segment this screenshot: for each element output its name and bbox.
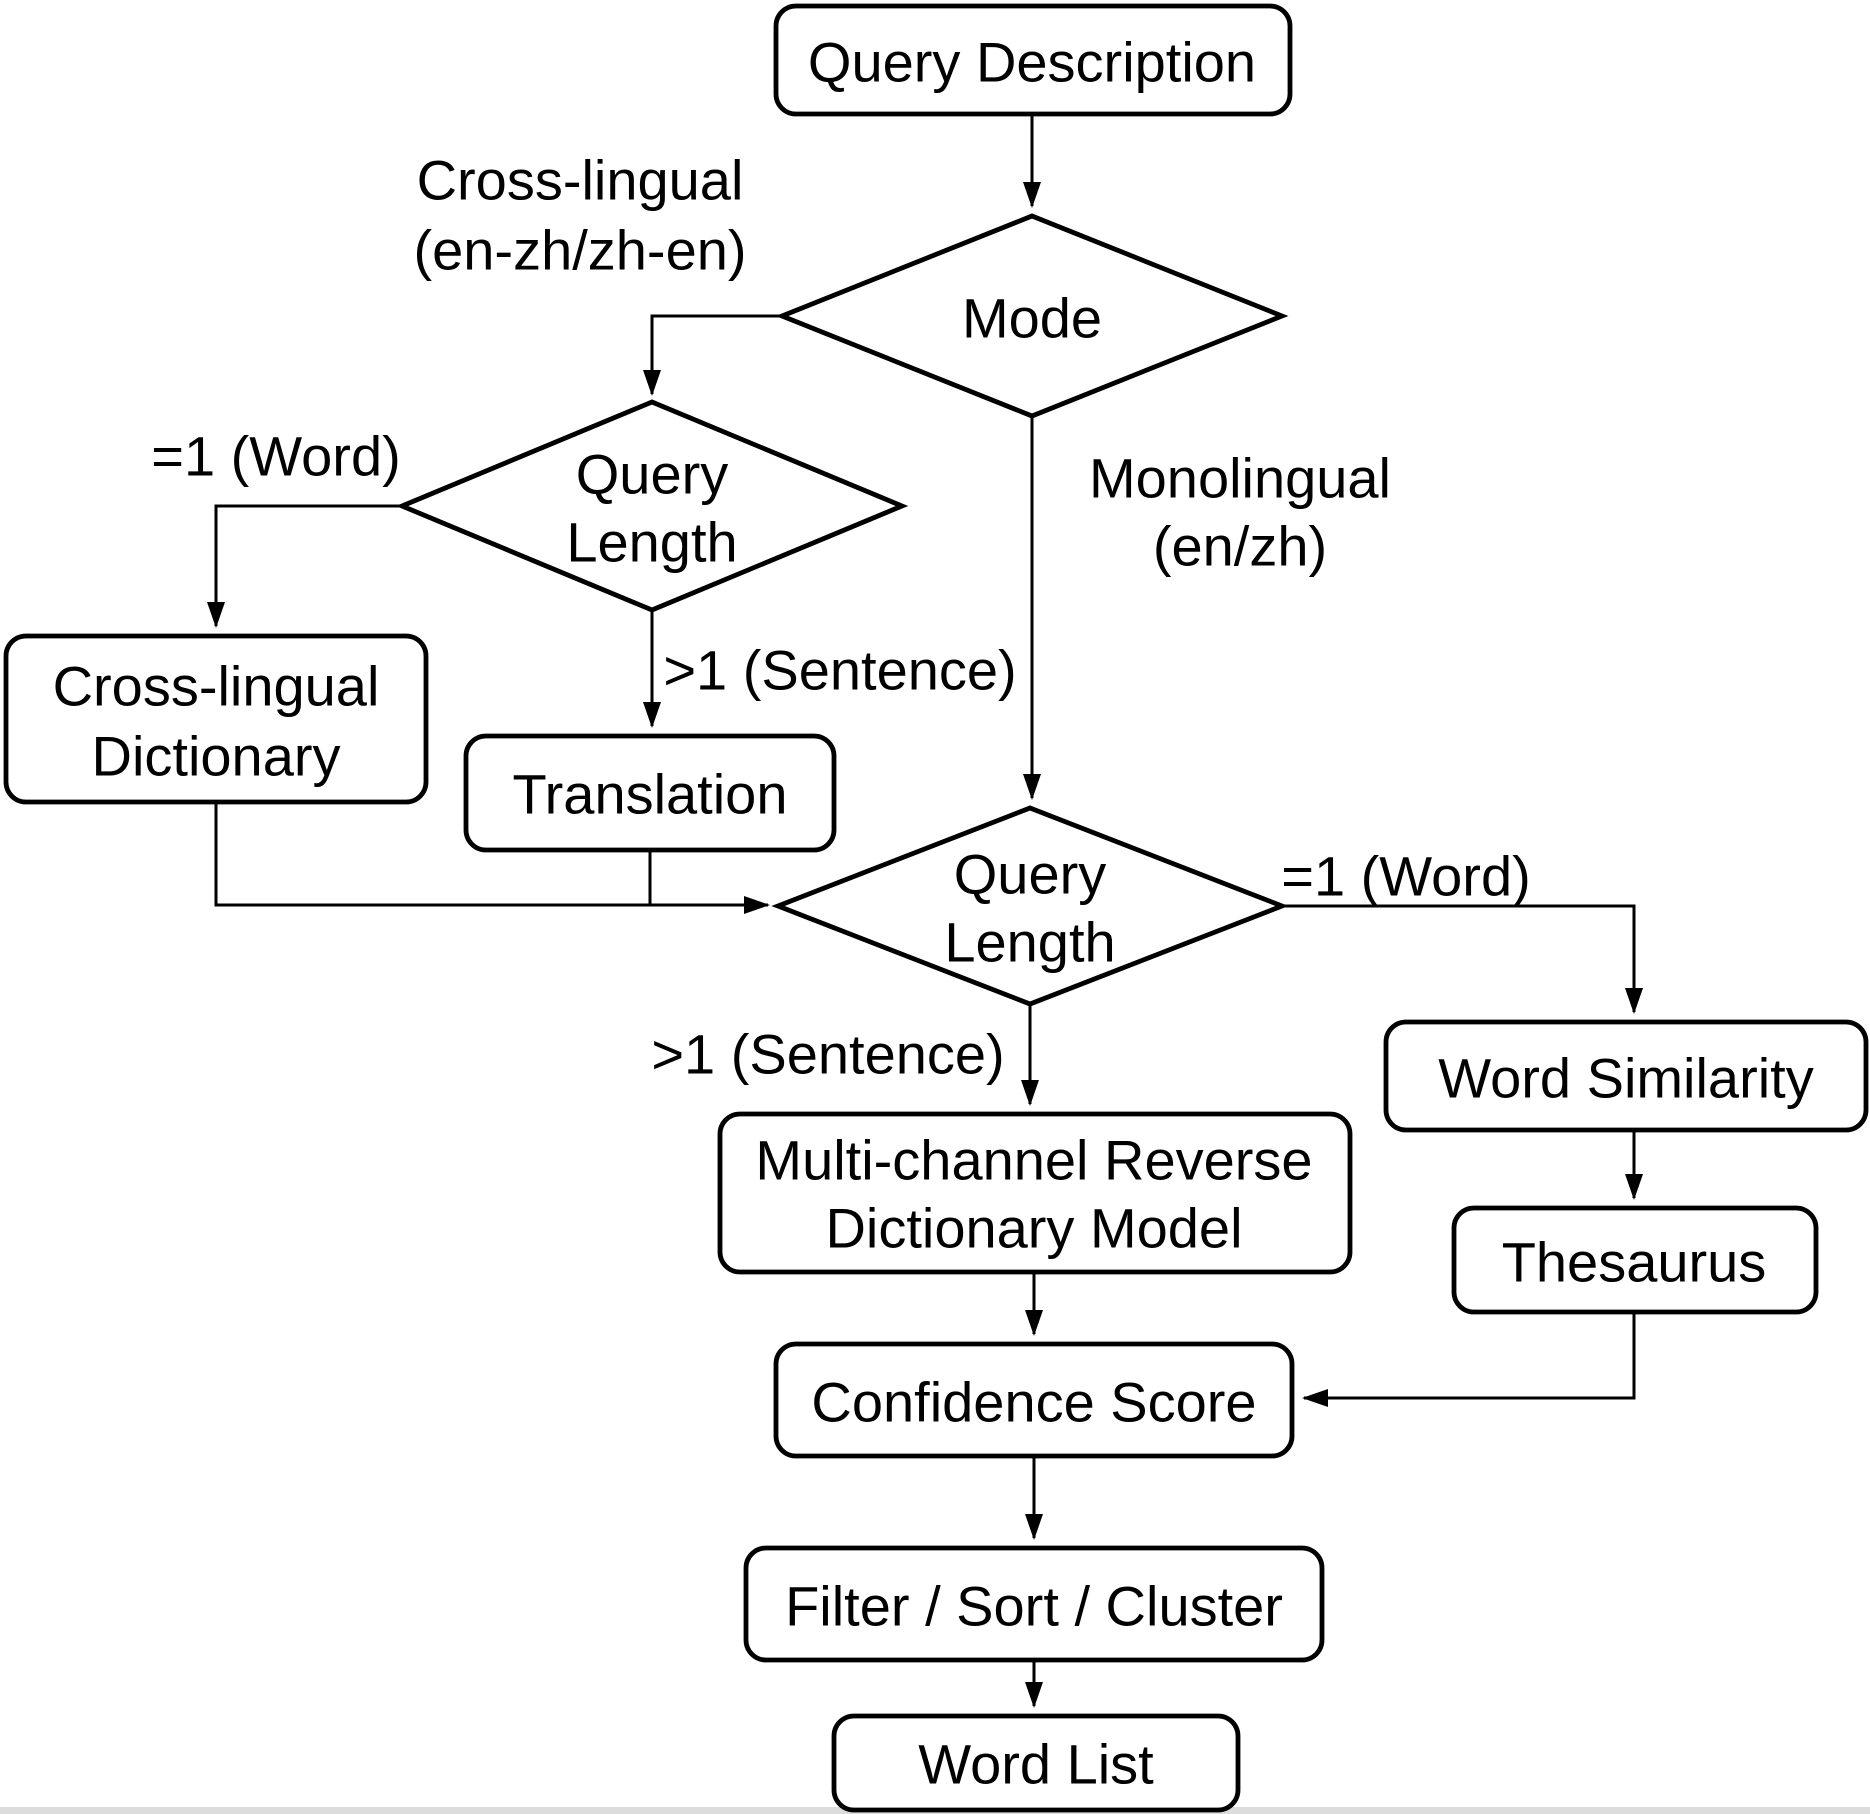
- node-query-length-1-decision: Query Length: [395, 399, 909, 613]
- query-description-box: [773, 3, 1293, 117]
- thesaurus-label: Thesaurus: [1502, 1231, 1767, 1294]
- query-length-2-label-line1: Query: [954, 843, 1107, 906]
- word-similarity-box: [1383, 1019, 1869, 1133]
- node-query-length-2-decision: Query Length: [771, 805, 1289, 1007]
- translation-label: Translation: [513, 763, 788, 826]
- cross-lingual-branch-label-line2: (en-zh/zh-en): [413, 219, 746, 282]
- edge-query-length-2-to-word-similarity: [1282, 904, 1643, 1014]
- filter-sort-cluster-box: [743, 1545, 1325, 1663]
- multi-channel-model-label-line2: Dictionary Model: [825, 1197, 1242, 1260]
- word-list-box: [831, 1713, 1241, 1813]
- mode-diamond: [775, 213, 1289, 419]
- cross-lingual-branch-label-line1: Cross-lingual: [417, 149, 744, 212]
- query-length-1-label-line1: Query: [576, 443, 729, 506]
- mode-label: Mode: [962, 287, 1102, 350]
- cross-lingual-dictionary-box: [3, 633, 429, 805]
- node-thesaurus: Thesaurus: [1451, 1205, 1819, 1315]
- query-length-1-label-line2: Length: [566, 511, 737, 574]
- node-filter-sort-cluster: Filter / Sort / Cluster: [743, 1545, 1325, 1663]
- thesaurus-box: [1451, 1205, 1819, 1315]
- cross-lingual-dictionary-label-line1: Cross-lingual: [53, 655, 380, 718]
- monolingual-branch-label-line1: Monolingual: [1089, 447, 1391, 510]
- cross-lingual-dictionary-label-line2: Dictionary: [92, 725, 341, 788]
- query-length-2-label-line2: Length: [944, 911, 1115, 974]
- filter-sort-cluster-label: Filter / Sort / Cluster: [785, 1575, 1283, 1638]
- node-word-similarity: Word Similarity: [1383, 1019, 1869, 1133]
- edge-mode-to-query-length-1: [643, 314, 782, 396]
- edge-label-monolingual-branch: Monolingual (en/zh): [1089, 447, 1391, 578]
- multi-channel-model-box: [717, 1111, 1353, 1275]
- gt1-sentence-right-label: >1 (Sentence): [651, 1023, 1004, 1086]
- edge-thesaurus-to-confidence-score: [1302, 1312, 1636, 1407]
- edge-label-cross-lingual-branch: Cross-lingual (en-zh/zh-en): [413, 149, 746, 282]
- edge-query-length-1-to-cross-lingual-dictionary: [207, 504, 402, 628]
- gt1-sentence-left-label: >1 (Sentence): [663, 639, 1016, 702]
- edge-merge-to-query-length-2: [214, 802, 770, 914]
- node-query-description: Query Description: [773, 3, 1293, 117]
- eq1-word-left-label: =1 (Word): [151, 425, 400, 488]
- query-length-2-diamond: [771, 805, 1289, 1007]
- confidence-score-label: Confidence Score: [811, 1371, 1256, 1434]
- node-mode-decision: Mode: [775, 213, 1289, 419]
- confidence-score-box: [773, 1341, 1295, 1459]
- node-confidence-score: Confidence Score: [773, 1341, 1295, 1459]
- node-translation: Translation: [463, 733, 837, 853]
- monolingual-branch-label-line2: (en/zh): [1153, 515, 1327, 578]
- translation-box: [463, 733, 837, 853]
- word-similarity-label: Word Similarity: [1438, 1047, 1813, 1110]
- query-description-label: Query Description: [808, 31, 1256, 94]
- node-cross-lingual-dictionary: Cross-lingual Dictionary: [3, 633, 429, 805]
- query-length-1-diamond: [395, 399, 909, 613]
- eq1-word-right-label: =1 (Word): [1281, 845, 1530, 908]
- word-list-label: Word List: [918, 1733, 1154, 1796]
- multi-channel-model-label-line1: Multi-channel Reverse: [755, 1129, 1312, 1192]
- node-multi-channel-model: Multi-channel Reverse Dictionary Model: [717, 1111, 1353, 1275]
- node-word-list: Word List: [831, 1713, 1241, 1813]
